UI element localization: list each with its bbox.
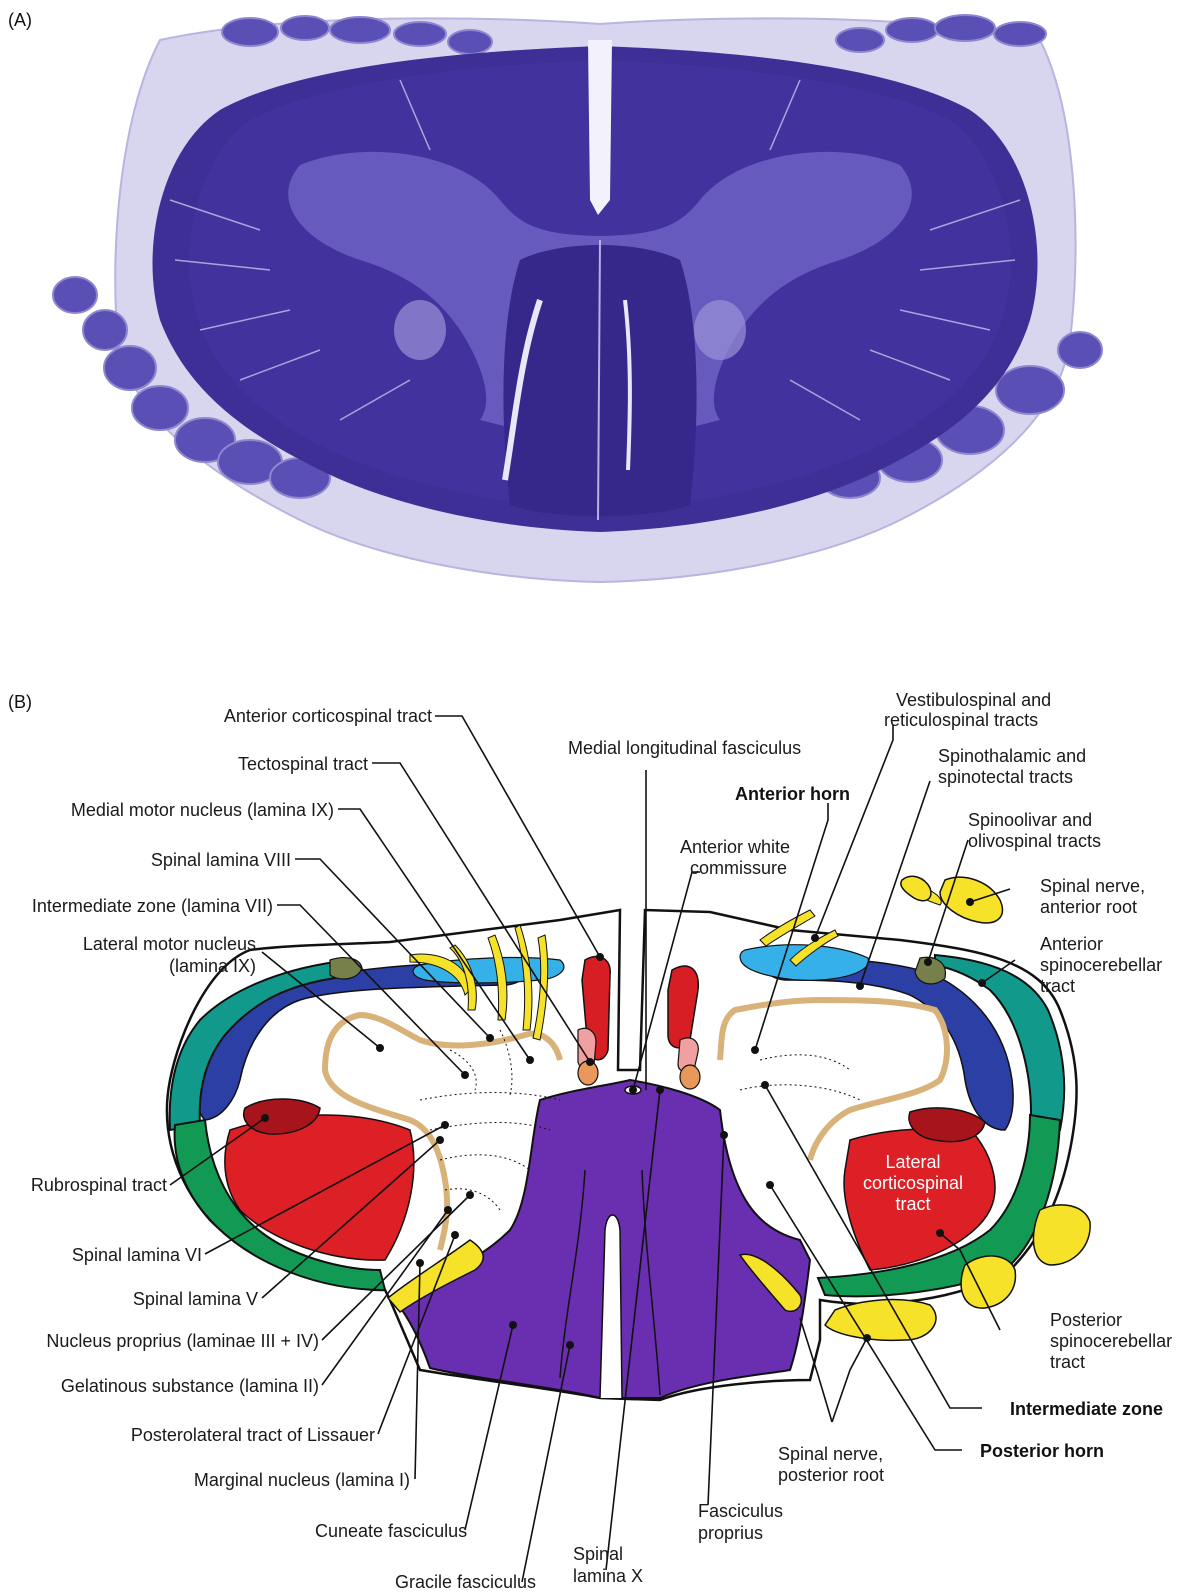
label-anterior-spinocerebellar-3: tract bbox=[1040, 976, 1075, 996]
label-spinothalamic-1: Spinothalamic and bbox=[938, 746, 1086, 766]
label-spinal-lamina-x-1: Spinal bbox=[573, 1544, 623, 1564]
label-intermediate-zone: Intermediate zone bbox=[1010, 1399, 1163, 1419]
label-marginal-nucleus: Marginal nucleus (lamina I) bbox=[194, 1470, 410, 1490]
label-anterior-root-1: Spinal nerve, bbox=[1040, 876, 1145, 896]
label-gelatinous-substance: Gelatinous substance (lamina II) bbox=[61, 1376, 319, 1396]
label-posterior-root-2: posterior root bbox=[778, 1465, 884, 1485]
label-medial-motor-nucleus: Medial motor nucleus (lamina IX) bbox=[71, 800, 334, 820]
label-nucleus-proprius: Nucleus proprius (laminae III + IV) bbox=[46, 1331, 319, 1351]
label-lateral-motor-nucleus-1: Lateral motor nucleus bbox=[83, 934, 256, 954]
label-anterior-white-commissure-1: Anterior white bbox=[680, 837, 790, 857]
panel-b-label: (B) bbox=[8, 692, 32, 712]
label-posterior-horn: Posterior horn bbox=[980, 1441, 1104, 1461]
histology-section bbox=[53, 15, 1102, 582]
label-anterior-horn: Anterior horn bbox=[735, 784, 850, 804]
label-vestibulospinal-2: reticulospinal tracts bbox=[884, 710, 1038, 730]
label-spinal-lamina-viii: Spinal lamina VIII bbox=[151, 850, 291, 870]
label-posterior-spinocerebellar-3: tract bbox=[1050, 1352, 1085, 1372]
label-posterolateral-tract-lissauer: Posterolateral tract of Lissauer bbox=[131, 1425, 375, 1445]
panel-a: (A) bbox=[8, 10, 1102, 582]
label-lateral-corticospinal-2: corticospinal bbox=[863, 1173, 963, 1193]
panel-b: (B) bbox=[8, 690, 1172, 1592]
label-cuneate-fasciculus: Cuneate fasciculus bbox=[315, 1521, 467, 1541]
label-spinoolivar-2: olivospinal tracts bbox=[968, 831, 1101, 851]
label-anterior-white-commissure-2: commissure bbox=[690, 858, 787, 878]
label-anterior-root-2: anterior root bbox=[1040, 897, 1137, 917]
label-fasciculus-proprius-2: proprius bbox=[698, 1523, 763, 1543]
label-rubrospinal-tract: Rubrospinal tract bbox=[31, 1175, 167, 1195]
label-anterior-spinocerebellar-1: Anterior bbox=[1040, 934, 1103, 954]
label-lateral-corticospinal-3: tract bbox=[895, 1194, 930, 1214]
label-spinal-lamina-x-2: lamina X bbox=[573, 1566, 643, 1586]
label-spinoolivar-1: Spinoolivar and bbox=[968, 810, 1092, 830]
anterior-median-fissure bbox=[588, 40, 612, 215]
posterior-root-right-1 bbox=[825, 1300, 936, 1341]
label-tectospinal-tract: Tectospinal tract bbox=[238, 754, 368, 774]
label-vestibulospinal-1: Vestibulospinal and bbox=[896, 690, 1051, 710]
label-fasciculus-proprius-1: Fasciculus bbox=[698, 1501, 783, 1521]
label-lateral-motor-nucleus-2: (lamina IX) bbox=[169, 956, 256, 976]
label-spinal-lamina-vi: Spinal lamina VI bbox=[72, 1245, 202, 1265]
label-spinal-lamina-v: Spinal lamina V bbox=[133, 1289, 258, 1309]
label-posterior-spinocerebellar-2: spinocerebellar bbox=[1050, 1331, 1172, 1351]
label-intermediate-zone-lamina-vii: Intermediate zone (lamina VII) bbox=[32, 896, 273, 916]
label-spinothalamic-2: spinotectal tracts bbox=[938, 767, 1073, 787]
label-gracile-fasciculus: Gracile fasciculus bbox=[395, 1572, 536, 1592]
label-anterior-spinocerebellar-2: spinocerebellar bbox=[1040, 955, 1162, 975]
anterior-root-right-small bbox=[901, 876, 931, 900]
tectospinal-tract-right bbox=[680, 1065, 700, 1089]
label-anterior-corticospinal-tract: Anterior corticospinal tract bbox=[224, 706, 432, 726]
posterior-root-right-2 bbox=[961, 1256, 1015, 1308]
label-posterior-spinocerebellar-1: Posterior bbox=[1050, 1310, 1122, 1330]
label-lateral-corticospinal-1: Lateral bbox=[885, 1152, 940, 1172]
label-posterior-root-1: Spinal nerve, bbox=[778, 1444, 883, 1464]
label-medial-longitudinal-fasciculus: Medial longitudinal fasciculus bbox=[568, 738, 801, 758]
panel-a-label: (A) bbox=[8, 10, 32, 30]
posterior-root-right-3 bbox=[1033, 1205, 1090, 1265]
